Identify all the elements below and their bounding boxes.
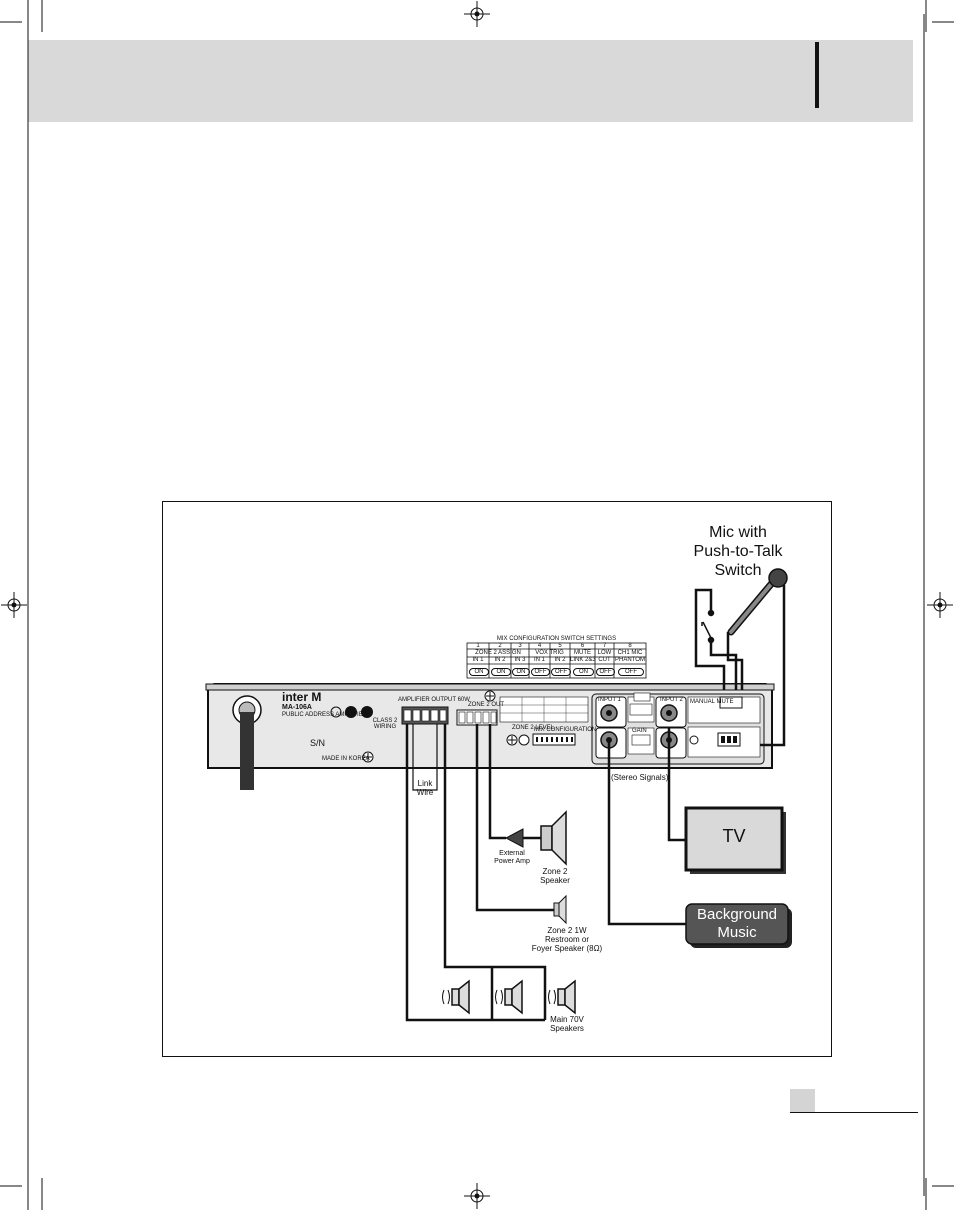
restroom-line-3: Foyer Speaker (8Ω) <box>531 944 603 953</box>
header-band <box>28 40 913 122</box>
switch-number: 3 <box>518 643 522 649</box>
switch-number: 5 <box>558 643 562 649</box>
switch-sub-label: IN 1 <box>472 657 484 663</box>
mic-label-line-1: Mic with <box>709 524 767 541</box>
amp-model: MA-106A <box>282 704 312 711</box>
amp-gain-label: GAIN <box>632 728 647 734</box>
switch-table-title: MIX CONFIGURATION SWITCH SETTINGS <box>496 636 617 642</box>
switch-sub-label: LINK 2&3 <box>570 657 596 663</box>
switch-group-label: MUTE <box>574 650 591 656</box>
switch-group-label: VOX TRIG <box>535 650 564 656</box>
switch-number: 7 <box>602 643 607 649</box>
switch-sub-label: IN 2 <box>554 657 566 663</box>
amp-output-label: AMPLIFIER OUTPUT 60W <box>398 697 470 703</box>
switch-number: 6 <box>580 643 585 649</box>
amp-input1-label: INPUT 1 <box>598 697 621 703</box>
restroom-speaker-label: Zone 2 1W Restroom or Foyer Speaker (8Ω) <box>522 926 612 953</box>
switch-state: ON <box>491 668 511 676</box>
stereo-signals-label: (Stereo Signals) <box>611 773 669 782</box>
zone2-speaker-label: Zone 2 Speaker <box>535 867 575 885</box>
switch-state: OFF <box>618 668 644 676</box>
main-speakers <box>451 979 576 1015</box>
page-number-rule <box>790 1112 918 1113</box>
external-amp-label: External Power Amp <box>490 850 534 866</box>
main-speakers-line-1: Main 70V <box>550 1015 584 1024</box>
link-wire-line-2: Wire <box>416 788 434 797</box>
switch-number: 4 <box>537 643 542 649</box>
switch-sub-label: IN 1 <box>533 657 545 663</box>
switch-state: OFF <box>596 668 615 676</box>
ext-amp-line-1: External <box>499 850 525 857</box>
zone2-speaker-line-2: Speaker <box>540 876 570 885</box>
restroom-line-1: Zone 2 1W <box>547 926 587 935</box>
mic-label-line-2: Push-to-Talk <box>693 543 783 560</box>
mic-label: Mic with Push-to-Talk Switch <box>676 523 800 580</box>
switch-state: OFF <box>531 668 550 676</box>
switch-sub-label: IN 2 <box>494 657 506 663</box>
amp-made-in: MADE IN KOREA <box>322 756 370 762</box>
switch-group-label: LOW <box>597 650 612 656</box>
amp-class2-label: CLASS 2 WIRING <box>372 718 398 730</box>
main-speakers-label: Main 70V Speakers <box>544 1015 590 1033</box>
diagram-frame <box>162 501 832 1057</box>
push-to-talk-switch-icon <box>701 609 715 644</box>
amp-subtitle: PUBLIC ADDRESS AMPLIFIER <box>282 712 368 718</box>
mic-label-line-3: Switch <box>714 562 762 579</box>
ext-amp-line-2: Power Amp <box>494 858 530 865</box>
tv-icon <box>684 806 786 874</box>
switch-sub-label: IN 3 <box>514 657 526 663</box>
bg-music-line-2: Music <box>717 924 757 941</box>
link-wire-line-1: Link <box>417 779 433 788</box>
switch-table-cells: 1 2 3 4 5 6 7 8 ZONE 2 ASSIGN VOX TRIG M… <box>467 643 646 678</box>
amp-input2-label: INPUT 2 <box>660 697 683 703</box>
restroom-speaker-icon <box>553 894 567 925</box>
main-speakers-line-2: Speakers <box>550 1024 584 1033</box>
switch-number: 1 <box>476 643 480 649</box>
switch-state: ON <box>573 668 594 676</box>
switch-group-label: CH1 MIC <box>617 650 643 656</box>
wiring-lines <box>405 585 786 1022</box>
microphone-icon <box>727 568 788 636</box>
zone2-speaker-line-1: Zone 2 <box>542 867 568 876</box>
switch-number: 2 <box>498 643 502 649</box>
zone2-speaker-icon <box>540 810 567 866</box>
switch-state: ON <box>512 668 530 676</box>
switch-sub-label: CUT <box>598 657 611 663</box>
switch-sub-label: PHANTOM <box>615 657 645 663</box>
background-music-box <box>685 903 792 948</box>
switch-state: OFF <box>551 668 571 676</box>
restroom-line-2: Restroom or <box>544 935 589 944</box>
page-number-box <box>790 1089 815 1112</box>
amp-mix-config-label: MIX CONFIGURATION <box>534 727 597 733</box>
amp-manual-mute-label: MANUAL MUTE <box>690 699 734 705</box>
switch-number: 8 <box>628 643 632 649</box>
amp-zone2-level-label: ZONE 2 LEVEL <box>512 725 555 731</box>
tv-label: TV <box>722 826 746 846</box>
background-music-label: Background Music <box>686 906 788 942</box>
amp-zone2-out-label: ZONE 2 OUT <box>468 702 505 708</box>
header-tick-mark <box>815 42 819 108</box>
bg-music-line-1: Background <box>696 906 778 923</box>
link-wire-label: Link Wire <box>410 779 440 797</box>
switch-state: ON <box>469 668 489 676</box>
amp-brand-logo: inter M <box>282 690 322 704</box>
amp-serial-number: S/N <box>310 738 326 748</box>
switch-group-label: ZONE 2 ASSIGN <box>475 650 521 656</box>
switch-settings-table <box>466 642 647 679</box>
